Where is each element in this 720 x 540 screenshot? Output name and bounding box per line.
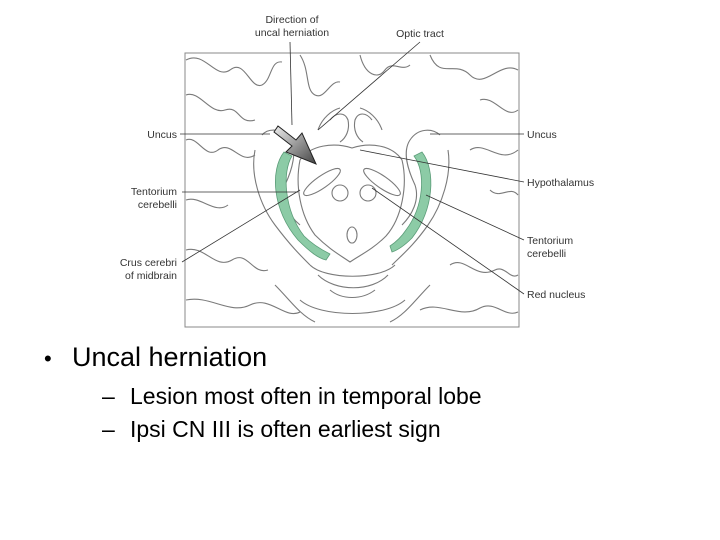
label-crus-line2: of midbrain [125,270,177,282]
brain-outlines [185,54,519,323]
label-tentorium-left-line2: cerebelli [138,199,177,211]
label-tentorium-right-line2: cerebelli [527,248,566,260]
bullet-main-text: Uncal herniation [72,342,268,372]
label-uncus-right: Uncus [527,129,557,141]
herniation-arrow-icon [273,125,317,165]
label-hypothalamus: Hypothalamus [527,177,594,189]
label-tentorium-left-line1: Tentorium [131,186,177,198]
label-optic-tract: Optic tract [396,28,444,40]
dash-icon: – [102,383,115,409]
label-direction-line2: uncal herniation [255,27,329,39]
slide-bullets: • Uncal herniation – Lesion most often i… [44,342,482,443]
uncal-herniation-diagram: Direction of uncal herniation Optic trac… [120,14,594,328]
bullet-dot-icon: • [44,346,52,371]
subpoint-1-text: Lesion most often in temporal lobe [130,383,482,409]
tentorium-right-shape [389,151,432,253]
bullet-main: • Uncal herniation [44,342,482,373]
tentorium-left-shape [275,151,331,261]
dash-icon: – [102,416,115,442]
label-red-nucleus: Red nucleus [527,289,585,301]
label-uncus-left: Uncus [147,129,177,141]
subpoint-1: – Lesion most often in temporal lobe [102,383,482,410]
label-direction-line1: Direction of [265,14,318,26]
leader-lines [180,41,525,295]
subpoint-2-text: Ipsi CN III is often earliest sign [130,416,441,442]
label-tentorium-right-line1: Tentorium [527,235,573,247]
subpoint-2: – Ipsi CN III is often earliest sign [102,416,482,443]
label-crus-line1: Crus cerebri [120,257,177,269]
diagram-frame [184,52,520,328]
